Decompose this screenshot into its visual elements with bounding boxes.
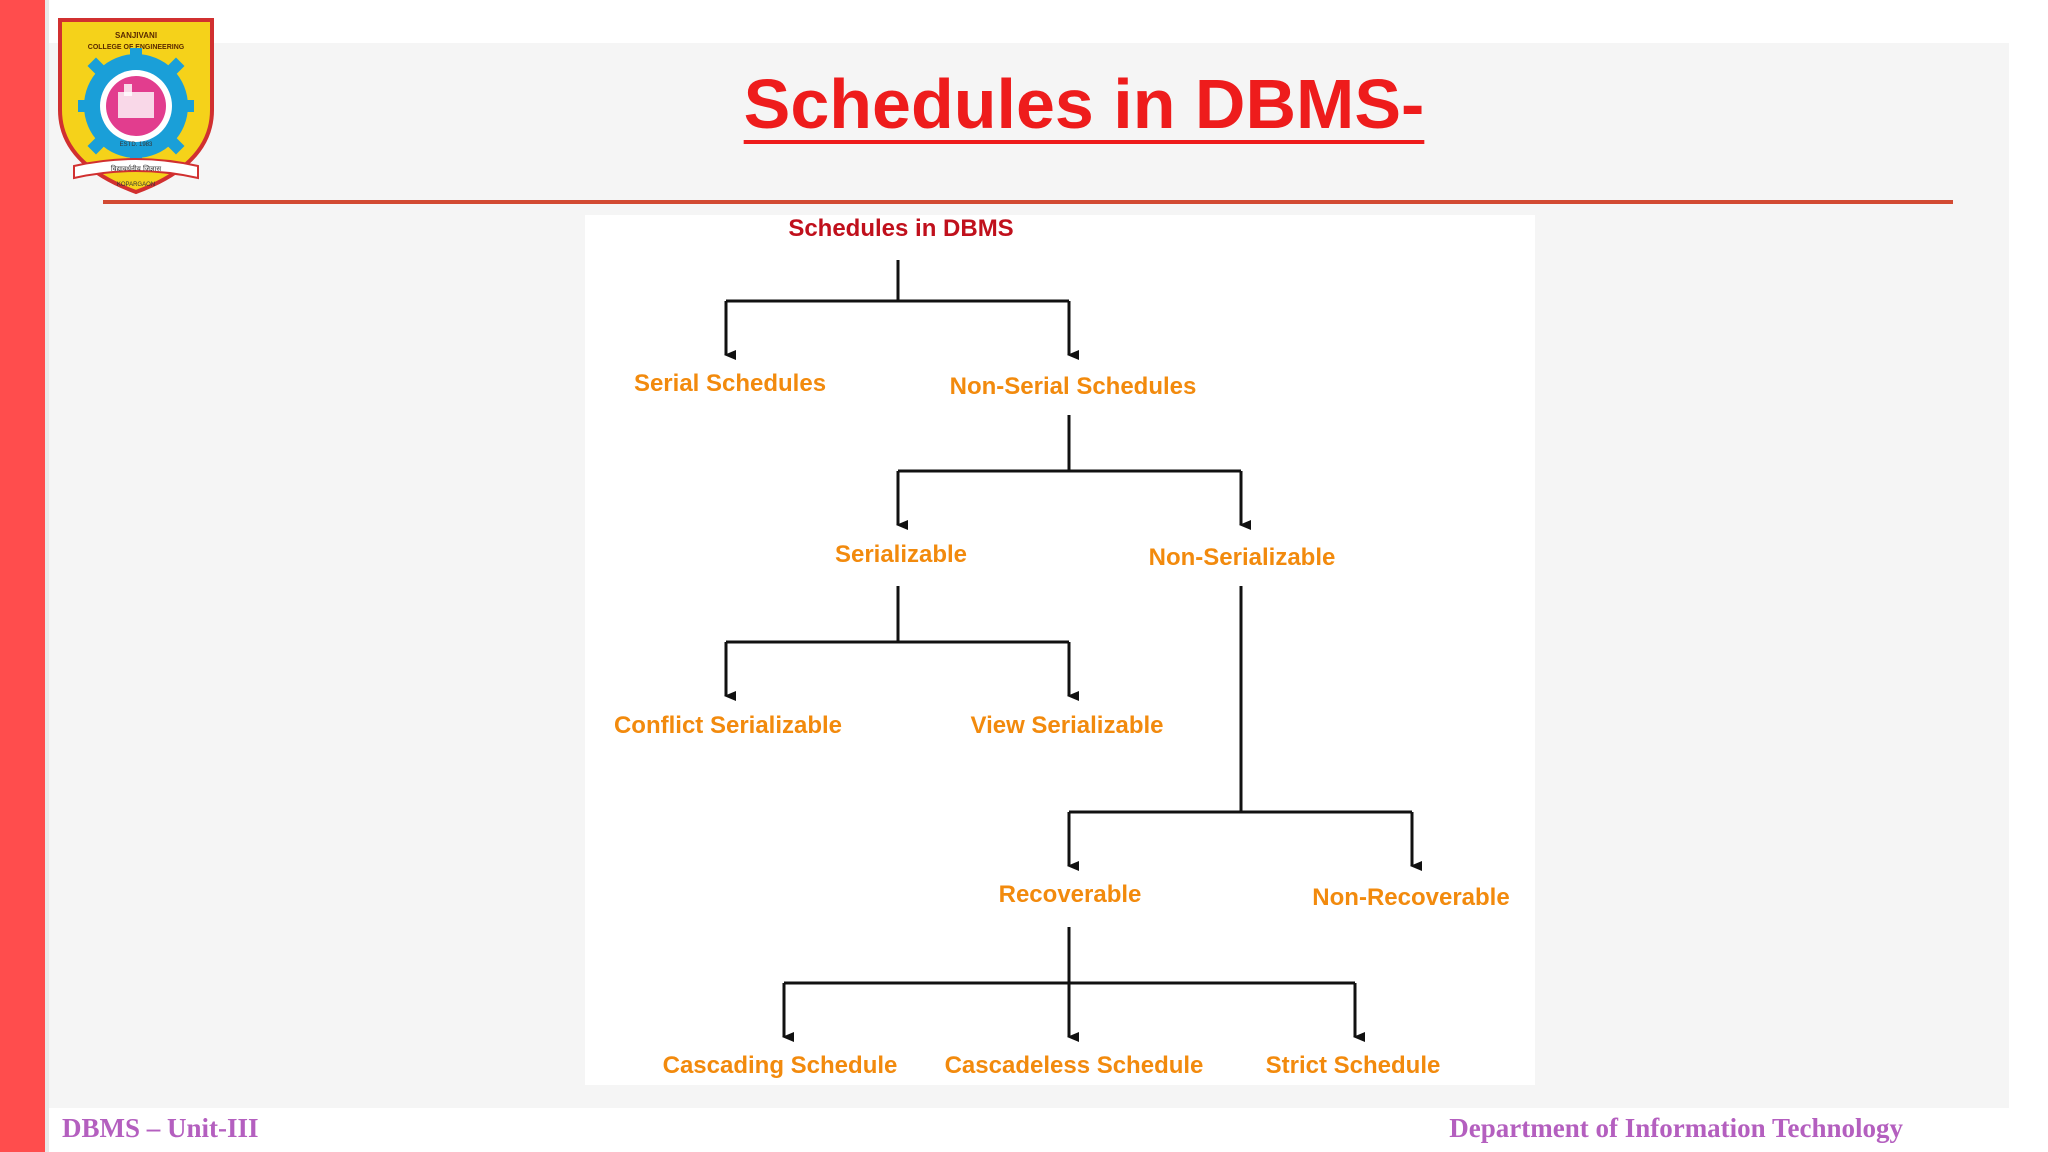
slide-title: Schedules in DBMS- — [743, 65, 1425, 143]
node-view-serializable: View Serializable — [970, 712, 1164, 739]
node-non-serializable: Non-Serializable — [1148, 544, 1336, 571]
node-cascading-schedule: Cascading Schedule — [662, 1052, 898, 1079]
title-divider — [103, 200, 1953, 204]
node-cascadeless-schedule: Cascadeless Schedule — [944, 1052, 1204, 1079]
logo-motto: विद्यावर्धनीय जिज्ञास — [111, 164, 161, 173]
left-accent-bar — [0, 0, 45, 1152]
college-logo: SANJIVANI COLLEGE OF ENGINEERING विद्याव… — [58, 18, 214, 195]
logo-sub-text: COLLEGE OF ENGINEERING — [88, 44, 185, 51]
schedules-diagram: Schedules in DBMS Serial Schedules Non-S… — [585, 215, 1535, 1085]
node-serializable: Serializable — [834, 541, 968, 568]
left-accent-edge — [45, 0, 49, 1152]
logo-year: ESTD. 1983 — [120, 142, 153, 148]
logo-top-text: SANJIVANI — [115, 31, 157, 40]
node-schedules-in-dbms: Schedules in DBMS — [788, 215, 1014, 242]
logo-place: KOPARGAON — [117, 182, 155, 188]
footer-course: DBMS – Unit-III — [62, 1113, 259, 1143]
node-non-serial-schedules: Non-Serial Schedules — [949, 373, 1197, 400]
node-recoverable: Recoverable — [998, 881, 1142, 908]
node-non-recoverable: Non-Recoverable — [1312, 884, 1510, 911]
node-conflict-serializable: Conflict Serializable — [613, 712, 843, 739]
footer-department: Department of Information Technology — [1449, 1113, 1903, 1143]
connector-lines — [724, 260, 1422, 1042]
node-serial-schedules: Serial Schedules — [633, 370, 827, 397]
node-strict-schedule: Strict Schedule — [1265, 1052, 1441, 1079]
